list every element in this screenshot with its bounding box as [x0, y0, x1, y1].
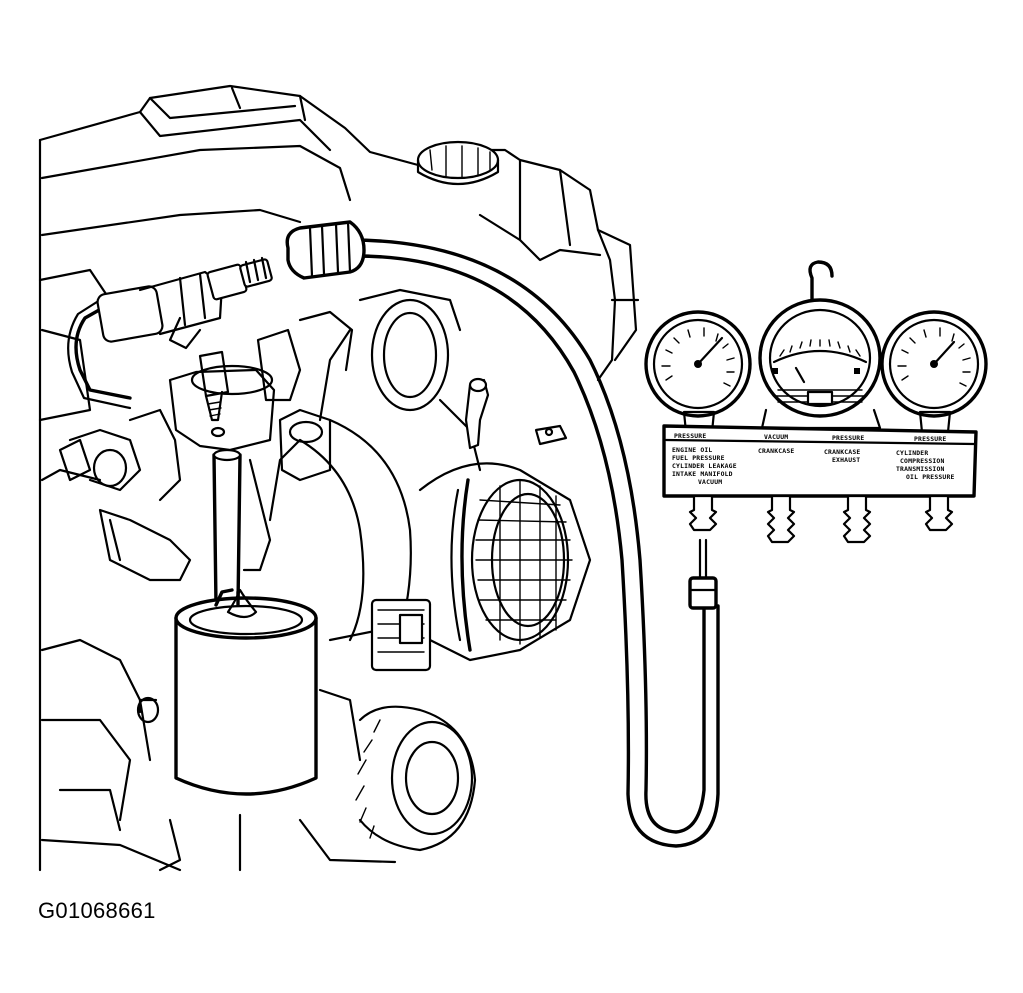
gauge-set: PRESSURE VACUUM PRESSURE PRESSURE ENGINE…: [644, 260, 988, 544]
panel-header-4: PRESSURE: [914, 435, 946, 443]
gauge-hanger-hook: [808, 260, 834, 302]
engine-block: [38, 84, 640, 872]
gauge-hose-fittings: [688, 494, 954, 544]
engine-oil-filter-housing: [355, 705, 477, 852]
throttle-body: [318, 288, 568, 472]
panel-col1-line2: FUEL PRESSURE: [672, 454, 725, 462]
panel-col4-line1: CYLINDER: [896, 449, 928, 457]
panel-col4-line2: COMPRESSION: [900, 457, 945, 465]
figure-id-label: G01068661: [38, 898, 156, 923]
panel-header-3: PRESSURE: [832, 434, 864, 442]
oil-catch-container: [174, 588, 318, 796]
panel-col1-line1: ENGINE OIL: [672, 446, 712, 454]
panel-col2-line1: CRANKCASE: [758, 447, 794, 455]
panel-col3-line2: EXHAUST: [832, 456, 860, 464]
panel-col4-line4: OIL PRESSURE: [906, 473, 955, 481]
oil-filler-cap: [416, 140, 500, 186]
vacuum-gauge-center: [758, 298, 882, 430]
oil-pressure-sender-area: [58, 256, 354, 607]
pressure-gauge-left: [644, 310, 752, 434]
panel-col1-line4: INTAKE MANIFOLD: [672, 470, 733, 478]
pressure-gauge-right: [880, 310, 988, 434]
test-gauge-hose: [285, 220, 720, 848]
gauge-manifold-panel: PRESSURE VACUUM PRESSURE PRESSURE ENGINE…: [662, 424, 978, 498]
panel-col1-line3: CYLINDER LEAKAGE: [672, 462, 737, 470]
panel-header-1: PRESSURE: [674, 432, 706, 440]
panel-col3-line1: CRANKCASE: [824, 448, 860, 456]
panel-col1-line5: VACUUM: [698, 478, 722, 486]
alternator: [370, 462, 592, 672]
panel-col4-line3: TRANSMISSION: [896, 465, 945, 473]
panel-header-2: VACUUM: [764, 433, 788, 441]
